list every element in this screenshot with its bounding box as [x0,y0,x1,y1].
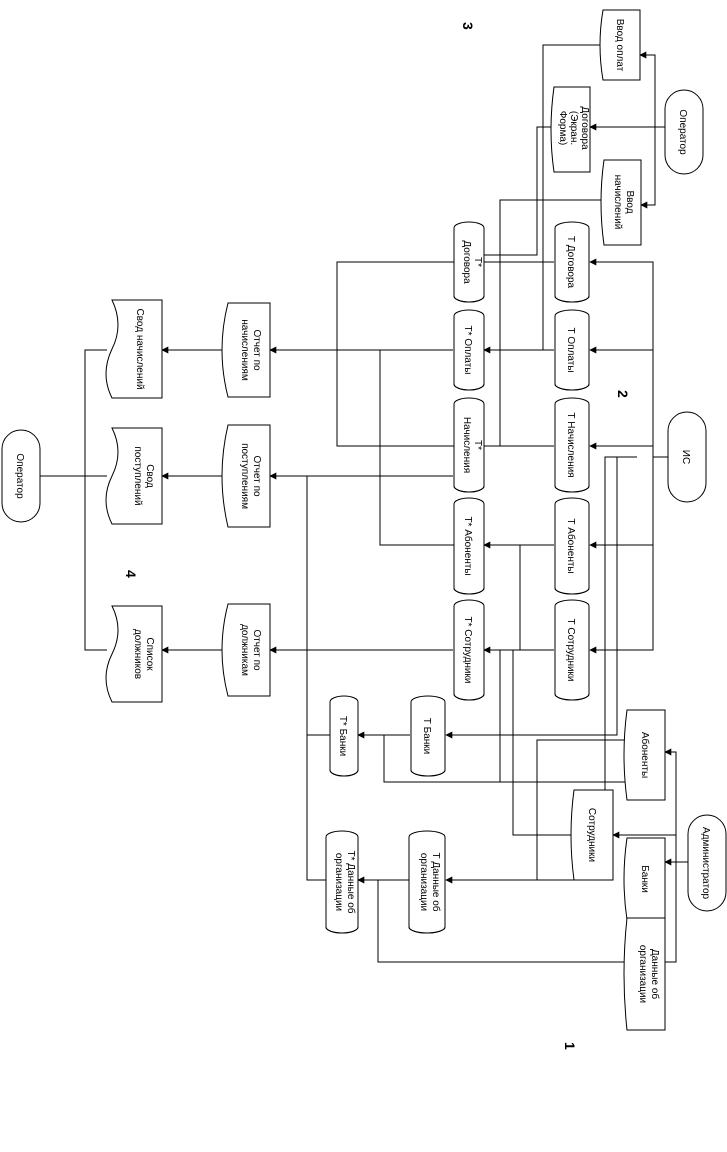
input-dannye-org: Данные об организации [623,917,666,1031]
svg-text:Т* Абоненты: Т* Абоненты [462,516,474,575]
table-tstar-sotrudniki: Т* Сотрудники [453,599,485,701]
table-tstar-dannye-org: Т* Данные об организации [325,830,359,934]
table-t-dannye-org: Т Данные об организации [408,830,446,934]
actor-operator-left: Оператор [1,429,41,523]
svg-text:Абоненты: Абоненты [639,732,651,778]
input-dogovora-screen: Договора (Экран. Форма) [550,86,591,173]
svg-text:Договора: Договора [461,240,472,284]
svg-text:Т Абоненты: Т Абоненты [565,518,577,573]
table-tstar-banki: Т* Банки [329,695,359,777]
svg-text:организации: организации [333,853,344,911]
svg-text:Т*: Т* [472,440,483,450]
table-t-banki: Т Банки [410,695,446,777]
section-number-2: 2 [615,390,631,398]
input-sotrudniki: Сотрудники [570,789,614,881]
svg-text:Т Договора: Т Договора [565,236,576,289]
svg-text:Свод начислений: Свод начислений [134,308,145,389]
svg-text:Договора: Договора [579,106,590,150]
svg-text:Т Сотрудники: Т Сотрудники [565,618,576,681]
actor-operator-top: Оператор [664,89,704,175]
report-dolzhniki: Отчет по должникам [221,603,271,697]
svg-text:Т* Данные об: Т* Данные об [345,851,357,914]
input-vvod-nachisleniy: Ввод начислений [600,159,642,246]
document-svod-nachisleniy: Свод начислений [105,299,163,399]
svg-text:Т*: Т* [472,257,483,267]
svg-text:Список: Список [144,637,155,671]
document-spisok-dolzhnikov: Список должников [105,605,163,703]
svg-text:Т Банки: Т Банки [421,718,432,755]
table-tstar-abonenty: Т* Абоненты [453,497,485,595]
section-number-1: 1 [562,1042,578,1050]
svg-text:должников: должников [132,629,143,679]
table-tstar-oplaty: Т* Оплаты [453,309,485,391]
svg-text:Т Оплаты: Т Оплаты [565,327,576,372]
section-number-4: 4 [123,570,139,578]
table-t-oplaty: Т Оплаты [554,309,590,391]
svg-text:поступлениям: поступлениям [239,443,250,509]
table-t-abonenty: Т Абоненты [554,497,590,595]
svg-text:организации: организации [637,945,648,1003]
svg-text:должникам: должникам [239,624,250,676]
svg-text:Форма): Форма) [557,111,568,146]
svg-text:Отчет по: Отчет по [251,455,262,497]
actor-is: ИС [667,411,707,503]
svg-text:Свод: Свод [144,464,155,488]
svg-text:Отчет по: Отчет по [251,329,262,371]
report-postupleniya: Отчет по поступлениям [221,424,271,528]
svg-text:Т* Сотрудники: Т* Сотрудники [462,617,473,684]
table-t-nachisleniya: Т Начисления [554,397,590,493]
table-tstar-nachisleniya: Т* Начисления [453,397,485,493]
table-tstar-dogovora: Т* Договора [453,221,485,303]
input-abonenty: Абоненты [623,709,666,801]
svg-text:Банки: Банки [639,865,650,893]
svg-text:Т Начисления: Т Начисления [565,412,576,477]
svg-text:поступлений: поступлений [132,446,143,505]
input-vvod-oplat: Ввод оплат [599,9,641,81]
svg-text:Оператор: Оператор [14,453,25,499]
svg-text:ИС: ИС [680,450,691,464]
svg-text:Оператор: Оператор [677,109,688,155]
svg-text:(Экран.: (Экран. [568,111,579,145]
document-svod-postupleniy: Свод поступлений [105,427,163,525]
table-t-sotrudniki: Т Сотрудники [554,599,590,701]
svg-text:Данные об: Данные об [649,949,661,999]
svg-text:начислений: начислений [612,175,623,230]
report-nachisleniya: Отчет по начислениям [221,302,271,398]
svg-text:Отчет по: Отчет по [251,629,262,671]
connectors [40,44,688,963]
svg-text:Ввод: Ввод [624,190,635,213]
svg-text:Т* Оплаты: Т* Оплаты [462,326,473,375]
section-numbers: 3 2 4 1 [123,22,631,1050]
svg-text:организации: организации [418,853,429,911]
svg-text:Т* Банки: Т* Банки [337,716,348,756]
svg-text:начислениям: начислениям [239,319,250,381]
svg-text:Администратор: Администратор [700,827,711,900]
svg-text:Ввод оплат: Ввод оплат [614,19,625,72]
svg-text:Начисления: Начисления [461,417,472,473]
svg-text:Сотрудники: Сотрудники [586,808,597,862]
input-banki: Банки [623,837,666,921]
svg-text:Т Данные об: Т Данные об [430,852,442,911]
actor-administrator: Администратор [687,814,727,912]
table-t-dogovora: Т Договора [554,221,590,303]
section-number-3: 3 [460,22,476,30]
